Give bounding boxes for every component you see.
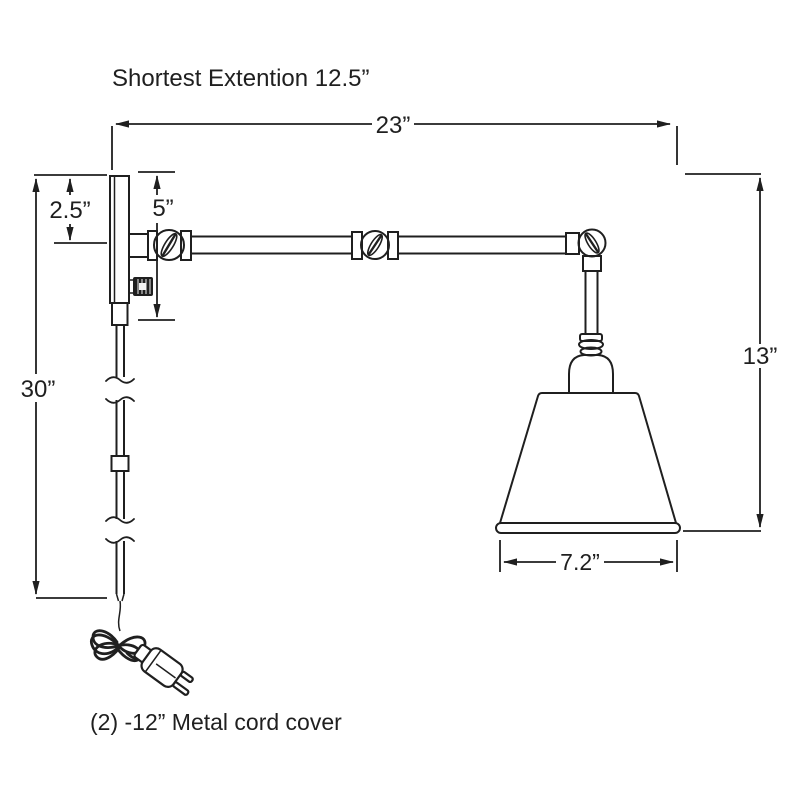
- wall-plate: [109, 175, 130, 326]
- label-backplate-height: 5”: [152, 195, 173, 222]
- screw-joint-wall: [153, 229, 185, 261]
- swing-arm: [128, 228, 607, 335]
- label-backplate-offset: 2.5”: [49, 197, 90, 224]
- switch-knob: [129, 277, 153, 296]
- label-arm-total-width: 23”: [376, 112, 411, 139]
- dimension-13in: [683, 173, 764, 532]
- lamp-socket: [568, 333, 614, 393]
- dimension-30in: [32, 178, 107, 599]
- dimension-7-2in: [499, 540, 678, 572]
- label-overall-drop: 13”: [743, 343, 778, 370]
- lamp-shade: [495, 392, 681, 534]
- dimension-23in: [111, 120, 678, 170]
- footnote-cord-cover: (2) -12” Metal cord cover: [90, 709, 342, 735]
- power-cord: [105, 325, 135, 632]
- title-shortest-extension: Shortest Extention 12.5”: [112, 65, 369, 92]
- cord-connector: [110, 455, 130, 472]
- label-cord-length: 30”: [21, 376, 56, 403]
- dimension-2-5in: [34, 174, 107, 244]
- label-shade-width: 7.2”: [560, 549, 600, 575]
- power-plug: [133, 643, 194, 696]
